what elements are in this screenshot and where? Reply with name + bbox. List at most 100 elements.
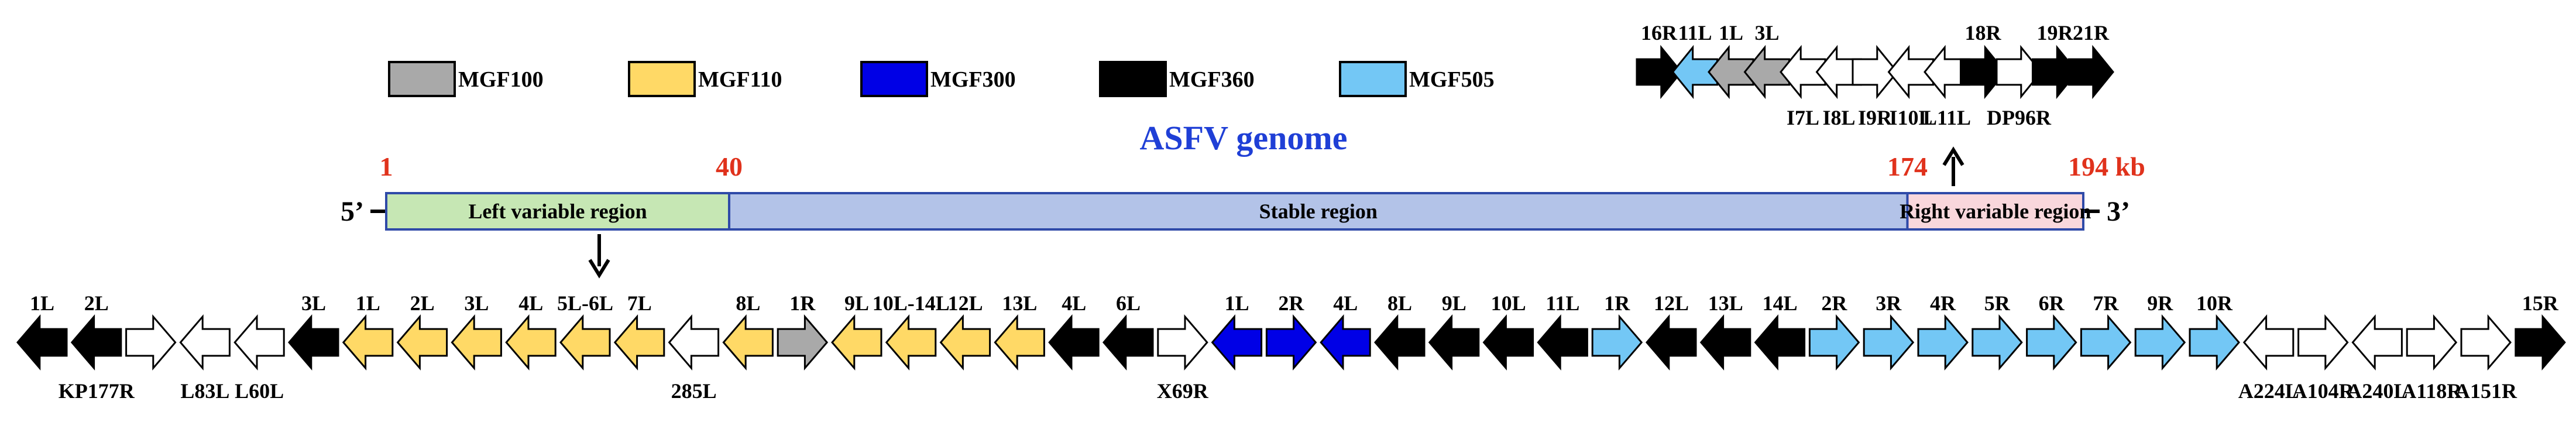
gene-left-27-10l: 10L [1482, 291, 1534, 371]
gene-bottom-label: KP177R [59, 379, 135, 403]
gene-top-label: 11L [1678, 21, 1712, 44]
gene-arrow [1428, 314, 1480, 371]
gene-right-2-1l: 1L [1708, 21, 1754, 100]
region-label: Right variable region [1900, 200, 2091, 223]
legend-label: MGF505 [1409, 67, 1495, 92]
gene-bottom-label: L11L [1923, 106, 1971, 129]
gene-left-20-6l: 6L [1102, 291, 1154, 371]
gene-right-8-l11l: L11L [1923, 44, 1971, 129]
gene-left-12-285l: 285L [668, 314, 720, 403]
gene-arrow [1537, 314, 1588, 371]
gene-arrow [1591, 314, 1643, 371]
gene-arrow [2134, 314, 2186, 371]
gene-top-label: 1R [1604, 291, 1630, 315]
legend-label: MGF360 [1169, 67, 1255, 92]
gene-arrow [2460, 314, 2512, 371]
gene-right-1-11l: 11L [1671, 21, 1718, 100]
gene-top-label: 8L [736, 291, 760, 315]
gene-top-label: 1L [30, 291, 54, 315]
gene-top-label: 10L-14L [873, 291, 950, 315]
gene-left-3-l83l: L83L [179, 314, 231, 403]
gene-left-10-5l-6l: 5L-6L [557, 291, 613, 371]
gene-left-11-7l: 7L [613, 291, 665, 371]
gene-arrow [451, 314, 502, 371]
gene-left-16-10l-14l: 10L-14L [873, 291, 950, 371]
position-label-1: 1 [380, 152, 393, 181]
gene-bottom-label: I8L [1822, 106, 1855, 129]
gene-arrow [1995, 44, 2042, 100]
gene-left-2 [125, 314, 177, 371]
gene-arrow [179, 314, 231, 371]
gene-arrow [2515, 314, 2566, 371]
region-right-variable-region: Right variable region [1900, 192, 2091, 231]
three-prime-label: 3’ [2107, 196, 2130, 227]
gene-left-38-7r: 7R [2080, 291, 2132, 371]
gene-left-6-1l: 1L [342, 291, 394, 371]
gene-left-4-l60l: L60L [233, 314, 285, 403]
gene-right-11-19r: 19R [2032, 21, 2079, 100]
gene-arrow [1743, 44, 1790, 100]
gene-bottom-label: A224L [2238, 379, 2299, 403]
position-label-174: 174 [1887, 152, 1928, 181]
gene-left-30-12l: 12L [1646, 291, 1697, 371]
legend-item-mgf110: MGF110 [628, 61, 782, 97]
gene-top-label: 2L [410, 291, 435, 315]
gene-arrow [125, 314, 177, 371]
gene-bottom-label: DP96R [1987, 106, 2052, 129]
gene-arrow [668, 314, 720, 371]
gene-left-21-x69r: X69R [1157, 314, 1209, 403]
gene-top-label: 3L [464, 291, 489, 315]
gene-top-label: 5L-6L [557, 291, 613, 315]
gene-top-label: 4R [1930, 291, 1956, 315]
gene-right-10-dp96r: DP96R [1987, 44, 2052, 129]
gene-arrow [2032, 44, 2079, 100]
gene-top-label: 1L [1719, 21, 1743, 44]
gene-left-46-15r: 15R [2515, 291, 2566, 371]
gene-arrow [2189, 314, 2240, 371]
gene-top-label: 12L [948, 291, 983, 315]
gene-arrow [1972, 314, 2023, 371]
gene-top-label: 4L [1062, 291, 1086, 315]
legend-swatch [388, 61, 456, 97]
gene-arrow [559, 314, 611, 371]
diagram-title: ASFV genome [1140, 119, 1348, 157]
gene-bottom-label: X69R [1157, 379, 1209, 403]
gene-top-label: 13L [1002, 291, 1037, 315]
gene-left-22-1l: 1L [1211, 291, 1263, 371]
region-left-variable-region: Left variable region [385, 192, 731, 231]
gene-top-label: 9R [2147, 291, 2173, 315]
gene-left-42-a104r: A104R [2292, 314, 2355, 403]
gene-left-15-9l: 9L [831, 291, 882, 371]
gene-left-23-2r: 2R [1265, 291, 1317, 371]
gene-bottom-label: A151R [2455, 379, 2517, 403]
gene-arrow [2297, 314, 2349, 371]
gene-arrow [1211, 314, 1263, 371]
region-box [1906, 192, 2085, 231]
legend-label: MGF300 [930, 67, 1016, 92]
gene-arrow [1157, 314, 1208, 371]
legend-item-mgf360: MGF360 [1099, 61, 1255, 97]
position-label-194-kb: 194 kb [2068, 152, 2145, 181]
gene-top-label: 16R [1641, 21, 1678, 44]
gene-top-label: 1L [1225, 291, 1249, 315]
region-box [385, 192, 731, 231]
gene-top-label: 12L [1654, 291, 1689, 315]
legend-label: MGF110 [698, 67, 782, 92]
gene-arrow [722, 314, 774, 371]
gene-arrow [777, 314, 829, 371]
gene-arrow [1754, 314, 1806, 371]
gene-arrow [1265, 314, 1317, 371]
gene-arrow [2351, 314, 2403, 371]
gene-left-40-10r: 10R [2189, 291, 2240, 371]
gene-bottom-label: A104R [2292, 379, 2355, 403]
gene-bottom-label: I9R [1858, 106, 1892, 129]
gene-left-28-11l: 11L [1537, 291, 1588, 371]
region-box [728, 192, 1909, 231]
gene-left-9-4l: 4L [505, 291, 557, 371]
gene-bottom-label: A240L [2347, 379, 2407, 403]
gene-top-label: 21R [2073, 21, 2110, 44]
region-label: Stable region [1259, 200, 1378, 223]
gene-left-43-a240l: A240L [2347, 314, 2407, 403]
legend-item-mgf300: MGF300 [860, 61, 1016, 97]
